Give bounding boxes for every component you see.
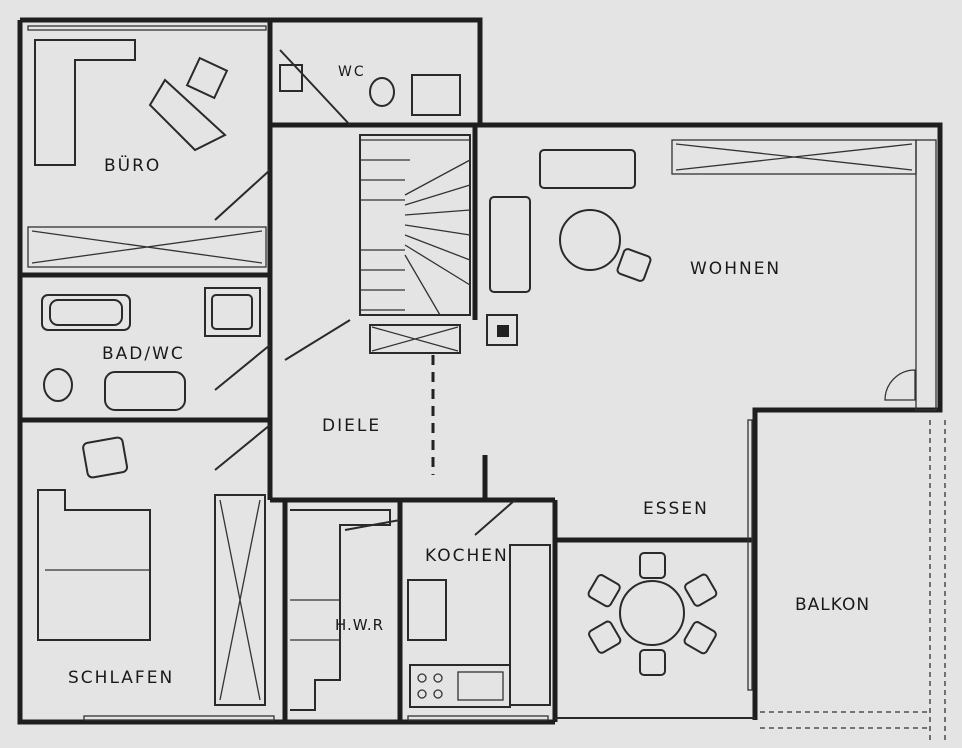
balcony-railing xyxy=(760,420,946,740)
room-label-hwr: H.W.R xyxy=(335,616,385,634)
room-label-bad-wc: BAD/WC xyxy=(102,344,185,364)
room-label-schlafen: SCHLAFEN xyxy=(68,668,175,688)
dining-table xyxy=(587,552,718,676)
room-label-buero: BÜRO xyxy=(104,156,162,176)
office-furniture xyxy=(34,39,229,166)
room-label-wc: WC xyxy=(338,64,366,80)
room-label-essen: ESSEN xyxy=(643,499,709,519)
room-label-wohnen: WOHNEN xyxy=(690,259,782,279)
wc-furniture xyxy=(279,64,461,116)
room-label-kochen: KOCHEN xyxy=(425,546,509,566)
staircase xyxy=(359,134,518,475)
living-furniture xyxy=(489,149,652,293)
room-label-balkon: BALKON xyxy=(795,595,871,615)
kitchen-furniture xyxy=(290,509,551,711)
interior-walls xyxy=(20,20,558,722)
bathroom-furniture xyxy=(41,287,261,411)
bedroom-furniture xyxy=(37,436,266,706)
room-label-diele: DIELE xyxy=(322,416,382,436)
windows xyxy=(27,25,937,721)
